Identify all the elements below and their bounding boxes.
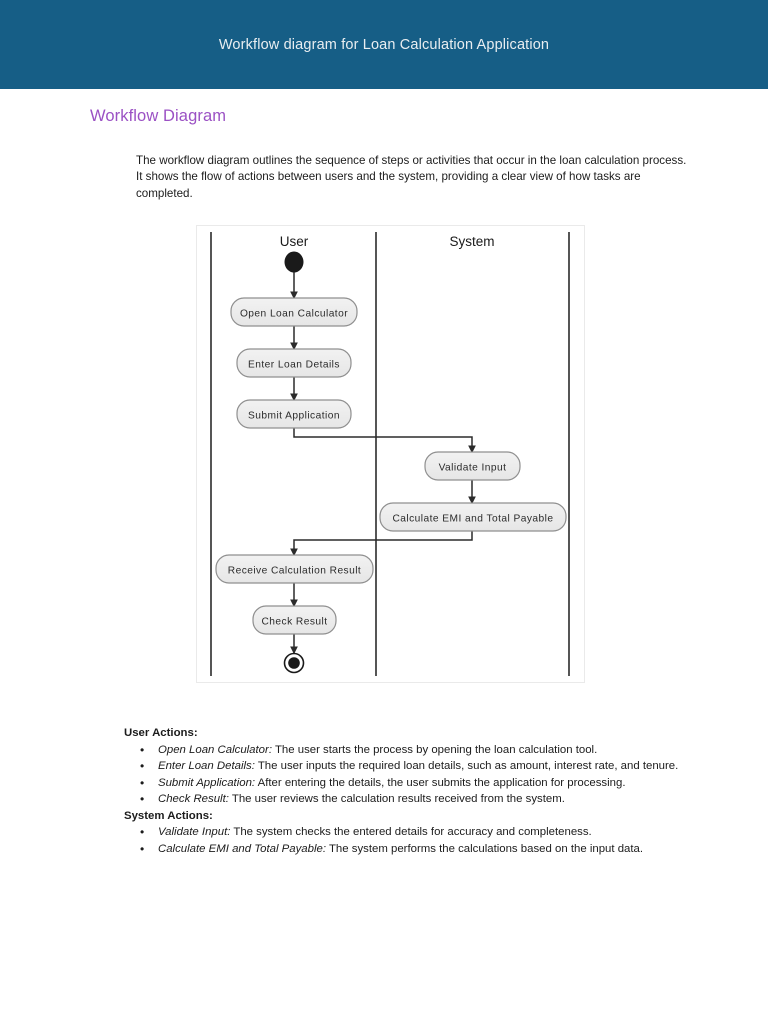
workflow-diagram: User System <box>196 225 585 684</box>
activity-label: Check Result <box>262 617 328 628</box>
list-item: Enter Loan Details: The user inputs the … <box>140 758 688 775</box>
activity-shape <box>379 502 567 532</box>
list-item-term: Enter Loan Details: <box>158 760 255 773</box>
final-node-core <box>288 657 300 670</box>
activity-node-enter-loan-details[interactable]: Enter Loan Details <box>236 348 352 378</box>
list-item-desc: The system checks the entered details fo… <box>230 826 592 839</box>
activity-node-open-loan-calculator[interactable]: Open Loan Calculator <box>230 297 358 327</box>
activity-label: Calculate EMI and Total Payable <box>392 514 553 525</box>
list-item-term: Calculate EMI and Total Payable: <box>158 842 327 855</box>
list-item-desc: After entering the details, the user sub… <box>255 776 626 789</box>
list-item-desc: The user reviews the calculation results… <box>228 793 565 806</box>
list-item-term: Validate Input: <box>158 826 231 839</box>
swimlane-label-system: System <box>449 234 494 249</box>
list-item: Open Loan Calculator: The user starts th… <box>140 742 688 759</box>
list-item: Submit Application: After entering the d… <box>140 775 688 792</box>
list-item: Validate Input: The system checks the en… <box>140 824 688 841</box>
list-item: Calculate EMI and Total Payable: The sys… <box>140 841 688 858</box>
list-item-desc: The system performs the calculations bas… <box>326 842 644 855</box>
final-node <box>283 653 305 674</box>
initial-node <box>284 251 304 273</box>
edge-submit-application-to-validate-input <box>293 428 476 454</box>
activity-node-calculate-emi-and-total-payable[interactable]: Calculate EMI and Total Payable <box>379 502 567 532</box>
activity-node-validate-input[interactable]: Validate Input <box>424 451 521 481</box>
list-item-desc: The user inputs the required loan detail… <box>254 760 679 773</box>
system-actions-heading: System Actions: <box>124 809 213 822</box>
list-item-desc: The user starts the process by opening t… <box>271 743 598 756</box>
page-banner: Workflow diagram for Loan Calculation Ap… <box>0 0 768 89</box>
activity-shape <box>424 451 521 481</box>
workflow-diagram-svg: User System <box>210 232 570 677</box>
activity-node-receive-calculation-result[interactable]: Receive Calculation Result <box>215 554 374 584</box>
page-title: Workflow Diagram <box>90 107 227 125</box>
swimlane-rails <box>210 232 570 677</box>
actions-section: User Actions: Open Loan Calculator: The … <box>0 683 768 857</box>
edge-calculate-emi-to-receive-calculation-result <box>290 531 473 557</box>
list-item: Check Result: The user reviews the calcu… <box>140 791 688 808</box>
activity-shape <box>252 605 337 635</box>
banner-title: Workflow diagram for Loan Calculation Ap… <box>218 36 550 53</box>
activity-label: Receive Calculation Result <box>228 566 361 577</box>
user-actions-heading: User Actions: <box>124 727 198 740</box>
workflow-edges <box>290 272 476 655</box>
activity-shape <box>215 554 374 584</box>
activity-node-submit-application[interactable]: Submit Application <box>236 399 352 429</box>
activity-node-check-result[interactable]: Check Result <box>252 605 337 635</box>
diagram-container: User System <box>0 225 768 684</box>
activity-label: Validate Input <box>439 463 507 474</box>
activity-shape <box>236 348 352 378</box>
system-actions-list: Validate Input: The system checks the en… <box>124 824 688 858</box>
activity-shape <box>230 297 358 327</box>
activity-shape <box>236 399 352 429</box>
list-item-term: Check Result: <box>158 793 229 806</box>
activity-label: Submit Application <box>248 411 340 422</box>
list-item-term: Submit Application: <box>158 776 256 789</box>
activity-label: Open Loan Calculator <box>240 309 348 320</box>
intro-paragraph: The workflow diagram outlines the sequen… <box>136 154 687 200</box>
page-body: Workflow Diagram The workflow diagram ou… <box>0 89 768 857</box>
user-actions-list: Open Loan Calculator: The user starts th… <box>124 742 688 808</box>
list-item-term: Open Loan Calculator: <box>158 743 272 756</box>
activity-label: Enter Loan Details <box>248 360 340 371</box>
swimlane-label-user: User <box>280 234 309 249</box>
